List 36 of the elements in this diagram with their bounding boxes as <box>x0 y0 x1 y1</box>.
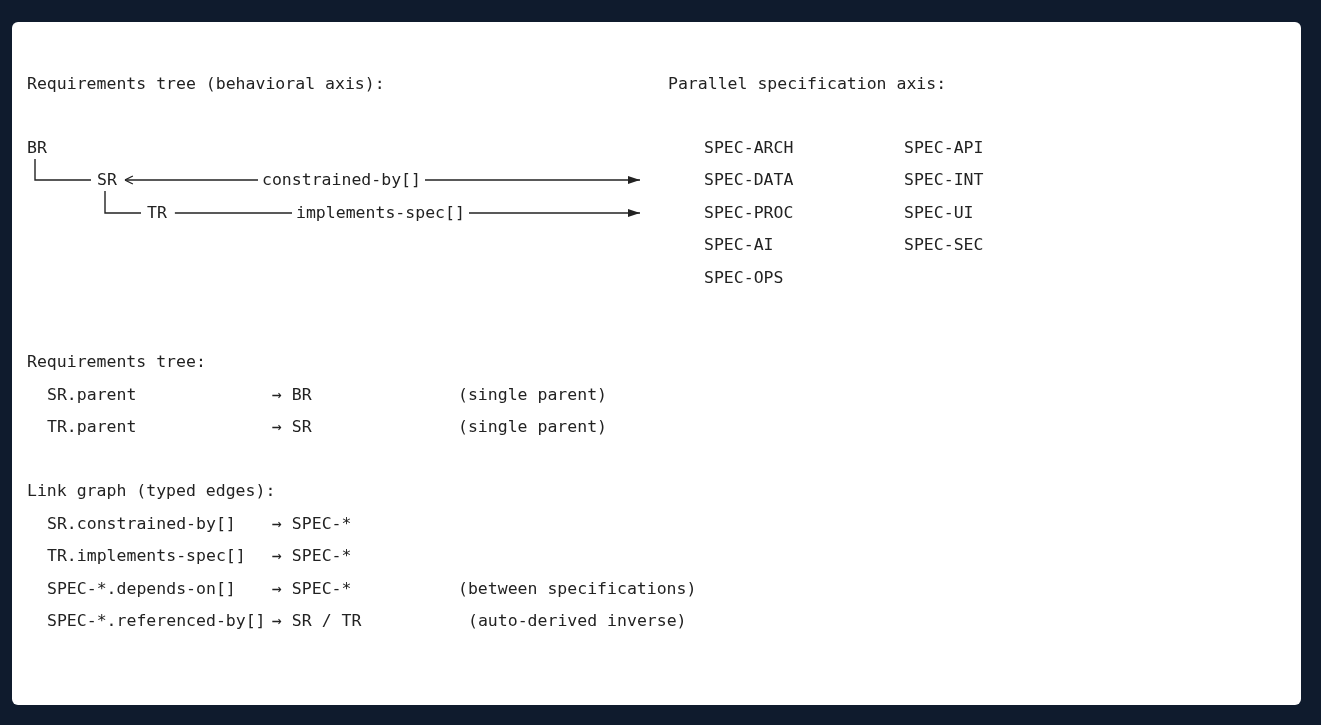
edge-label: implements-spec[] <box>292 203 469 223</box>
tree-connector <box>104 190 142 214</box>
table-cell-text: (between specifications) <box>458 579 697 599</box>
spec-label: SPEC-PROC <box>704 203 794 223</box>
table-cell-text: SR.parent <box>47 385 137 405</box>
spec-label: SPEC-DATA <box>704 170 794 190</box>
table-cell-text: (single parent) <box>458 417 607 437</box>
requirement-label: SR <box>97 170 117 190</box>
section-heading: Requirements tree: <box>27 352 206 372</box>
table-cell-text: → BR <box>272 385 312 405</box>
table-cell-text: (single parent) <box>458 385 607 405</box>
table-cell-text: TR.implements-spec[] <box>47 546 246 566</box>
spec-label: SPEC-UI <box>904 203 974 223</box>
spec-label: SPEC-SEC <box>904 235 984 255</box>
section-heading: Link graph (typed edges): <box>27 481 276 501</box>
table-cell-text: → SR / TR <box>272 611 362 631</box>
table-cell-text: (auto-derived inverse) <box>468 611 687 631</box>
requirement-label: TR <box>147 203 167 223</box>
table-cell-text: → SPEC-* <box>272 514 352 534</box>
tree-connector <box>34 158 92 181</box>
spec-label: SPEC-OPS <box>704 268 784 288</box>
table-cell-text: SPEC-*.referenced-by[] <box>47 611 266 631</box>
spec-label: SPEC-ARCH <box>704 138 794 158</box>
edge-label: constrained-by[] <box>258 170 425 190</box>
spec-label: SPEC-AI <box>704 235 774 255</box>
table-cell-text: TR.parent <box>47 417 137 437</box>
section-heading: Parallel specification axis: <box>668 74 947 94</box>
table-cell-text: → SPEC-* <box>272 546 352 566</box>
table-cell-text: → SR <box>272 417 312 437</box>
table-cell-text: → SPEC-* <box>272 579 352 599</box>
requirement-label: BR <box>27 138 47 158</box>
table-cell-text: SPEC-*.depends-on[] <box>47 579 236 599</box>
section-heading: Requirements tree (behavioral axis): <box>27 74 385 94</box>
spec-label: SPEC-API <box>904 138 984 158</box>
spec-label: SPEC-INT <box>904 170 984 190</box>
table-cell-text: SR.constrained-by[] <box>47 514 236 534</box>
